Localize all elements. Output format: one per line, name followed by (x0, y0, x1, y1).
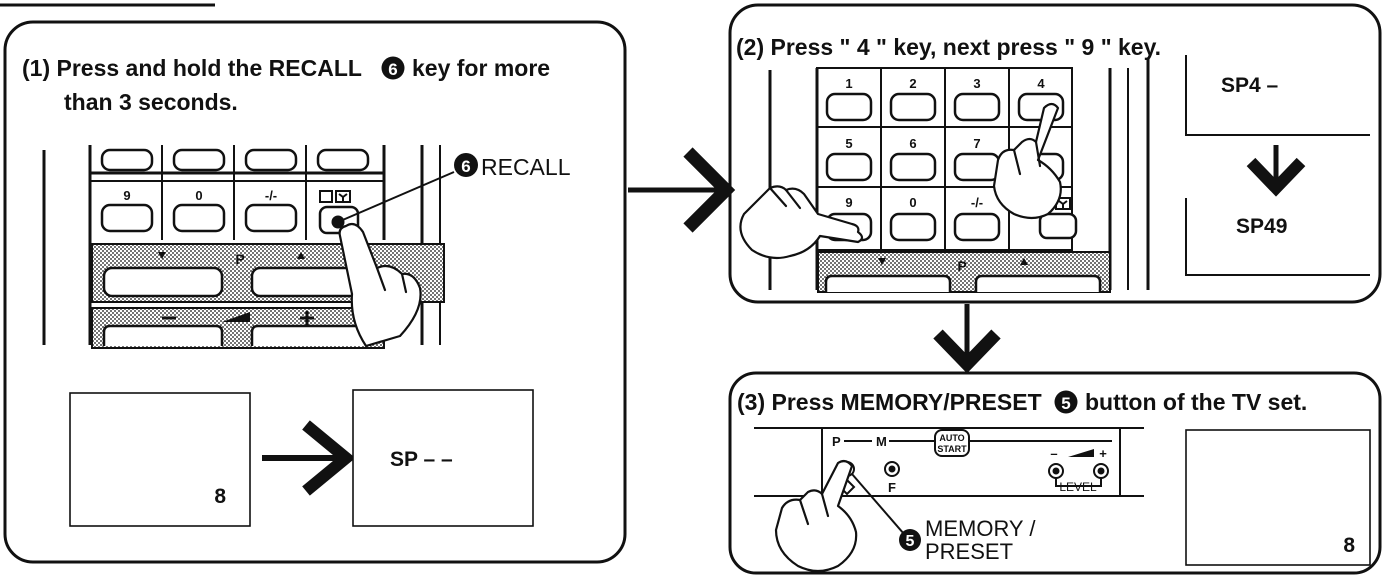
step2-key-2[interactable] (889, 92, 937, 122)
step3-pointing-hand-icon (774, 459, 858, 573)
step2-up-arrow-icon (1020, 258, 1028, 265)
step1-screen-before-value: 8 (214, 485, 226, 508)
step2-key-1[interactable] (825, 92, 873, 122)
step1-volume-wedge-icon (222, 312, 250, 322)
step1-screen-after (352, 389, 534, 527)
step3-callout-line1: MEMORY / (925, 516, 1036, 541)
step3-frame (728, 371, 1382, 575)
step3-level-minus: – (1050, 446, 1057, 461)
step2-key-5[interactable] (825, 152, 873, 182)
step2-key-4-label: 4 (1037, 76, 1045, 91)
step1-key-dash[interactable] (244, 203, 298, 233)
step2-key-dash[interactable] (953, 212, 1001, 242)
step2-to-step3-arrow-icon (933, 304, 1001, 374)
step3-callout-number: 5 (906, 533, 915, 550)
step3-panel: (3) Press MEMORY/PRESET 5 button of the … (728, 371, 1382, 575)
step1-program-label: P (235, 251, 244, 267)
step3-auto-start-button[interactable] (934, 429, 970, 457)
step3-auto-start-line2: START (937, 444, 967, 454)
step3-tv-front-panel: P M AUTO START F – + LEVEL (754, 427, 1144, 497)
step1-key-9-label: 9 (123, 188, 130, 203)
step1-circled-number: 6 (388, 60, 397, 79)
step2-key-3[interactable] (953, 92, 1001, 122)
step3-panel-f-label: F (888, 480, 896, 495)
step2-key-7-label: 7 (973, 136, 980, 151)
step1-screen-before (69, 392, 251, 527)
step1-callout-label: RECALL (481, 154, 571, 180)
step3-screen-value: 8 (1343, 534, 1355, 557)
step1-program-down-key[interactable] (102, 266, 224, 298)
step3-level-plus: + (1099, 446, 1107, 461)
step2-key-6[interactable] (889, 152, 937, 182)
step2-key-3-label: 3 (973, 76, 980, 91)
step1-instruction-line2: than 3 seconds. (64, 89, 238, 115)
step1-panel: (1) Press and hold the RECALL 6 key for … (3, 20, 627, 564)
step2-program-label: P (957, 258, 966, 274)
step2-down-arrow-big-icon (1246, 145, 1306, 197)
step1-instruction-line1: (1) Press and hold the RECALL (22, 55, 362, 81)
step1-screen-after-value: SP – – (390, 448, 453, 471)
step3-callout-number-icon: 5 (899, 529, 921, 551)
step3-panel-m-label: M (876, 434, 887, 449)
step3-level-label: LEVEL (1059, 480, 1097, 494)
step2-remote: 1 2 3 4 5 6 7 8 9 0 -/- (739, 67, 1129, 293)
step3-auto-start-line1: AUTO (939, 433, 964, 443)
step2-left-pointing-hand-icon (739, 185, 864, 260)
step1-transition-arrow-icon (262, 420, 356, 496)
step2-screen-after-value: SP49 (1236, 215, 1287, 238)
step3-circled-number: 5 (1061, 394, 1070, 413)
step2-key-1-label: 1 (845, 76, 852, 91)
step2-key-9-label: 9 (845, 195, 852, 210)
step3-panel-p-label: P (832, 434, 841, 449)
step2-instruction: (2) Press " 4 " key, next press " 9 " ke… (736, 34, 1161, 60)
step1-key-dash-label: -/- (265, 188, 277, 203)
step1-instruction-line1-end: key for more (412, 55, 550, 81)
step1-down-arrow-icon (158, 252, 166, 259)
step2-key-dash-label: -/- (971, 195, 983, 210)
step1-key-0-label: 0 (195, 188, 202, 203)
step2-key-6-label: 6 (909, 136, 916, 151)
step3-screen (1185, 429, 1371, 566)
step2-key-5-label: 5 (845, 136, 852, 151)
step3-instruction-end: button of the TV set. (1085, 389, 1307, 415)
step1-frame (3, 20, 627, 564)
step1-plus-icon (300, 311, 314, 325)
step2-recall-key[interactable] (1038, 197, 1078, 240)
step2-screen-before-value: SP4 – (1221, 74, 1279, 97)
step1-remote: 9 0 -/- P (42, 145, 571, 349)
step3-circled-number-icon: 5 (1054, 390, 1078, 414)
step1-key-0[interactable] (172, 203, 226, 233)
step1-up-arrow-icon (297, 252, 305, 259)
step1-pointing-hand-icon (338, 222, 422, 348)
step2-down-arrow-icon (878, 258, 886, 265)
step1-callout-number-icon: 6 (454, 153, 478, 177)
step1-to-step2-arrow-icon (628, 147, 736, 233)
step1-circled-number-icon: 6 (381, 56, 405, 80)
step3-level-wedge-icon (1068, 449, 1094, 457)
step2-frame (728, 3, 1382, 304)
step3-callout-line2: PRESET (925, 539, 1013, 564)
step2-key-0-label: 0 (909, 195, 916, 210)
step2-panel: (2) Press " 4 " key, next press " 9 " ke… (728, 3, 1382, 304)
step3-instruction-start: (3) Press MEMORY/PRESET (737, 389, 1042, 415)
step1-callout-number: 6 (461, 157, 470, 176)
step1-key-9[interactable] (100, 203, 154, 233)
step2-key-2-label: 2 (909, 76, 916, 91)
step2-key-7[interactable] (953, 152, 1001, 182)
step2-key-0[interactable] (889, 212, 937, 242)
